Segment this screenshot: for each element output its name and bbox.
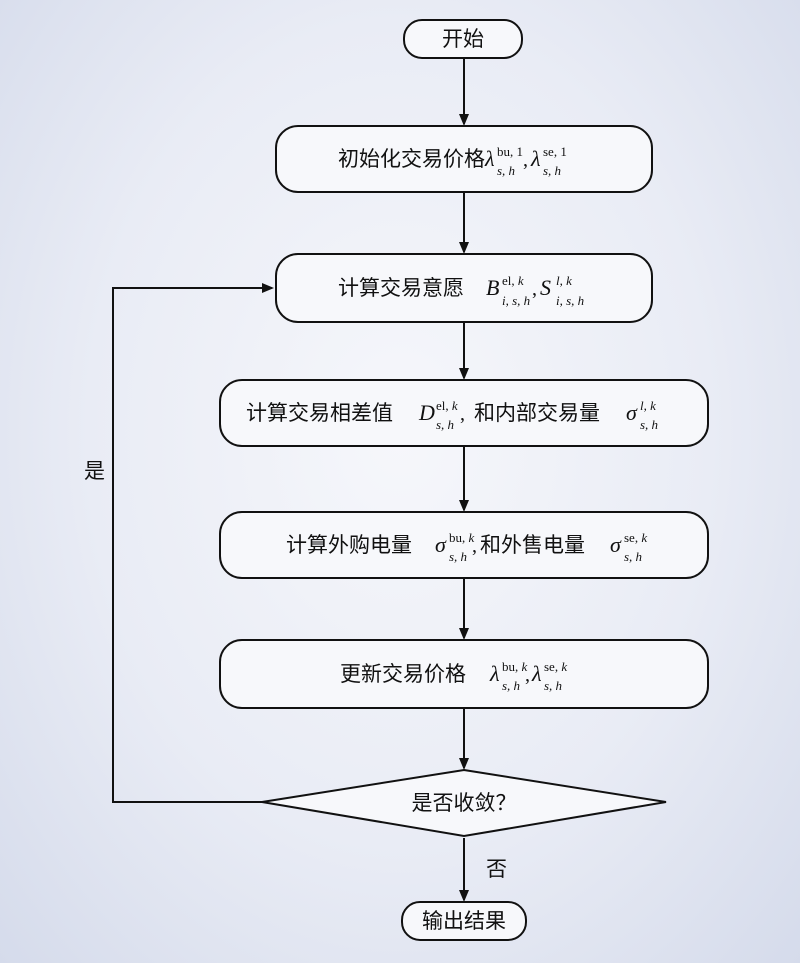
svg-text:s, h: s, h: [624, 549, 642, 564]
svg-text:S: S: [540, 275, 551, 300]
update-label: 更新交易价格: [340, 662, 466, 686]
svg-text:σ: σ: [626, 400, 638, 425]
svg-text:i, s, h: i, s, h: [556, 293, 584, 308]
start-node: 开始: [403, 19, 523, 59]
svg-text:el, k: el, k: [436, 398, 458, 413]
loop-back-yes: [112, 283, 274, 803]
svg-text:se, k: se, k: [624, 530, 647, 545]
will-math: B el, k i, s, h , S l, k i, s, h: [486, 273, 584, 308]
calc-ext-label-a: 计算外购电量: [286, 533, 412, 557]
no-label: 否: [486, 857, 507, 881]
diff-math-sigma: σ l, k s, h: [626, 398, 658, 432]
calc-external-node: 计算外购电量 σ bu, k s, h , 和外售电量 σ se, k s, h: [219, 511, 709, 579]
end-node: 输出结果: [401, 901, 527, 941]
svg-text:l, k: l, k: [556, 273, 572, 288]
svg-text:bu, 1: bu, 1: [497, 144, 523, 159]
decision-node: 是否收敛？: [261, 768, 667, 838]
yes-label: 是: [84, 459, 105, 483]
svg-text:λ: λ: [484, 146, 495, 171]
svg-text:s, h: s, h: [544, 678, 562, 693]
svg-text:λ: λ: [530, 146, 541, 171]
svg-text:i, s, h: i, s, h: [502, 293, 530, 308]
init-label: 初始化交易价格: [338, 147, 485, 171]
svg-text:,: ,: [472, 535, 477, 557]
decision-label: 是否收敛？: [412, 791, 517, 815]
start-label: 开始: [442, 27, 484, 51]
svg-text:s, h: s, h: [640, 417, 658, 432]
calc-diff-label-b: 和内部交易量: [474, 401, 600, 425]
calc-will-label: 计算交易意愿: [338, 276, 464, 300]
init-math: λ bu, 1 s, h , λ se, 1 s, h: [484, 144, 567, 178]
svg-text:l, k: l, k: [640, 398, 656, 413]
svg-text:s, h: s, h: [543, 163, 561, 178]
calc-difference-node: 计算交易相差值 D el, k s, h , 和内部交易量 σ l, k s, …: [219, 379, 709, 447]
svg-text:se, k: se, k: [544, 659, 567, 674]
calc-diff-label-a: 计算交易相差值: [246, 401, 393, 425]
svg-text:σ: σ: [610, 532, 622, 557]
svg-text:,: ,: [460, 403, 465, 425]
svg-text:s, h: s, h: [502, 678, 520, 693]
svg-text:bu, k: bu, k: [502, 659, 528, 674]
svg-text:,: ,: [523, 149, 528, 171]
svg-text:,: ,: [525, 664, 530, 686]
svg-text:λ: λ: [489, 661, 500, 686]
diff-math-d: D el, k s, h ,: [418, 398, 465, 432]
svg-text:s, h: s, h: [497, 163, 515, 178]
svg-text:s, h: s, h: [436, 417, 454, 432]
calc-willingness-node: 计算交易意愿 B el, k i, s, h , S l, k i, s, h: [275, 253, 653, 323]
svg-text:s, h: s, h: [449, 549, 467, 564]
svg-text:,: ,: [532, 278, 537, 300]
calc-ext-label-b: 和外售电量: [480, 533, 585, 557]
end-label: 输出结果: [422, 909, 506, 933]
svg-text:D: D: [418, 400, 435, 425]
update-math: λ bu, k s, h , λ se, k s, h: [489, 659, 567, 693]
svg-text:el, k: el, k: [502, 273, 524, 288]
ext-math-sell: σ se, k s, h: [610, 530, 647, 564]
svg-text:σ: σ: [435, 532, 447, 557]
init-prices-node: 初始化交易价格 λ bu, 1 s, h , λ se, 1 s, h: [275, 125, 653, 193]
update-prices-node: 更新交易价格 λ bu, k s, h , λ se, k s, h: [219, 639, 709, 709]
connectors: [112, 58, 469, 902]
svg-text:bu, k: bu, k: [449, 530, 475, 545]
svg-text:B: B: [486, 275, 499, 300]
svg-text:λ: λ: [531, 661, 542, 686]
ext-math-buy: σ bu, k s, h ,: [435, 530, 477, 564]
svg-text:se, 1: se, 1: [543, 144, 567, 159]
